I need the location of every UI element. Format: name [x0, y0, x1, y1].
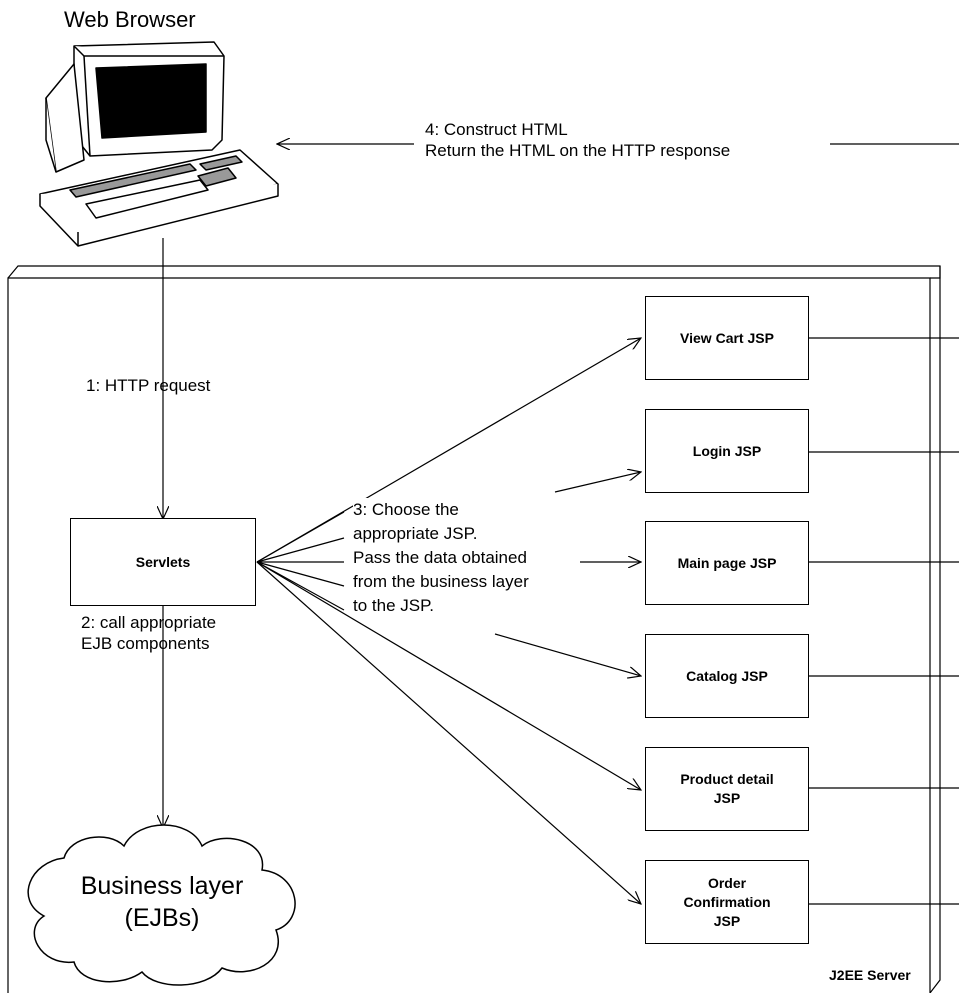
- choose-jsp-line: appropriate JSP.: [353, 524, 478, 543]
- fan-line: [256, 561, 345, 587]
- order-confirmation-jsp-box: Order Confirmation JSP: [645, 860, 809, 944]
- jsp-label: Catalog JSP: [686, 667, 768, 684]
- business-layer-label: Business layer (EJBs): [52, 870, 272, 934]
- computer-icon: [39, 41, 279, 247]
- jsp-label: Confirmation: [683, 893, 771, 910]
- construct-html-label: 4: Construct HTML Return the HTML on the…: [425, 119, 730, 161]
- construct-html-line: Return the HTML on the HTTP response: [425, 141, 731, 160]
- view-cart-jsp-box: View Cart JSP: [645, 296, 809, 380]
- jsp-label: Order: [707, 874, 747, 891]
- jsp-label: Main page JSP: [677, 554, 777, 571]
- servlets-box: Servlets: [70, 518, 256, 606]
- arrow-to-catalog-jsp: [494, 633, 641, 676]
- business-layer-line: (EJBs): [124, 904, 200, 932]
- login-jsp-box: Login JSP: [645, 409, 809, 493]
- jsp-label: Product detail: [680, 771, 774, 787]
- fan-line: [256, 537, 345, 563]
- choose-jsp-line: from the business layer: [353, 572, 529, 591]
- choose-jsp-line: Pass the data obtained: [353, 548, 527, 567]
- business-layer-cloud: [27, 824, 296, 986]
- http-request-label: 1: HTTP request: [86, 376, 211, 395]
- arrow-to-order-confirmation-jsp: [256, 561, 641, 904]
- fan-line: [256, 561, 345, 611]
- construct-html-line: 4: Construct HTML: [425, 120, 568, 139]
- main-page-jsp-box: Main page JSP: [645, 521, 809, 605]
- jsp-label: JSP: [713, 790, 741, 806]
- business-layer-line: Business layer: [80, 872, 244, 900]
- servlets-label: Servlets: [135, 553, 191, 570]
- jsp-label: Login JSP: [692, 442, 762, 459]
- catalog-jsp-box: Catalog JSP: [645, 634, 809, 718]
- arrow-to-login-jsp: [554, 472, 641, 493]
- choose-jsp-line: to the JSP.: [353, 596, 434, 615]
- choose-jsp-line: 3: Choose the: [353, 500, 459, 519]
- connectors: [163, 144, 959, 904]
- j2ee-server-frame: [7, 265, 941, 993]
- call-ejb-label: 2: call appropriate EJB components: [81, 612, 216, 654]
- call-ejb-line: EJB components: [81, 634, 210, 653]
- fan-line: [256, 511, 345, 563]
- web-browser-title: Web Browser: [64, 7, 196, 32]
- j2ee-server-label: J2EE Server: [829, 967, 911, 983]
- jsp-label: View Cart JSP: [680, 329, 774, 346]
- product-detail-jsp-box: Product detail JSP: [645, 747, 809, 831]
- call-ejb-line: 2: call appropriate: [81, 613, 217, 632]
- jsp-label: JSP: [713, 912, 741, 929]
- arrow-to-product-detail-jsp: [256, 561, 641, 790]
- choose-jsp-label: 3: Choose the appropriate JSP. Pass the …: [353, 498, 529, 618]
